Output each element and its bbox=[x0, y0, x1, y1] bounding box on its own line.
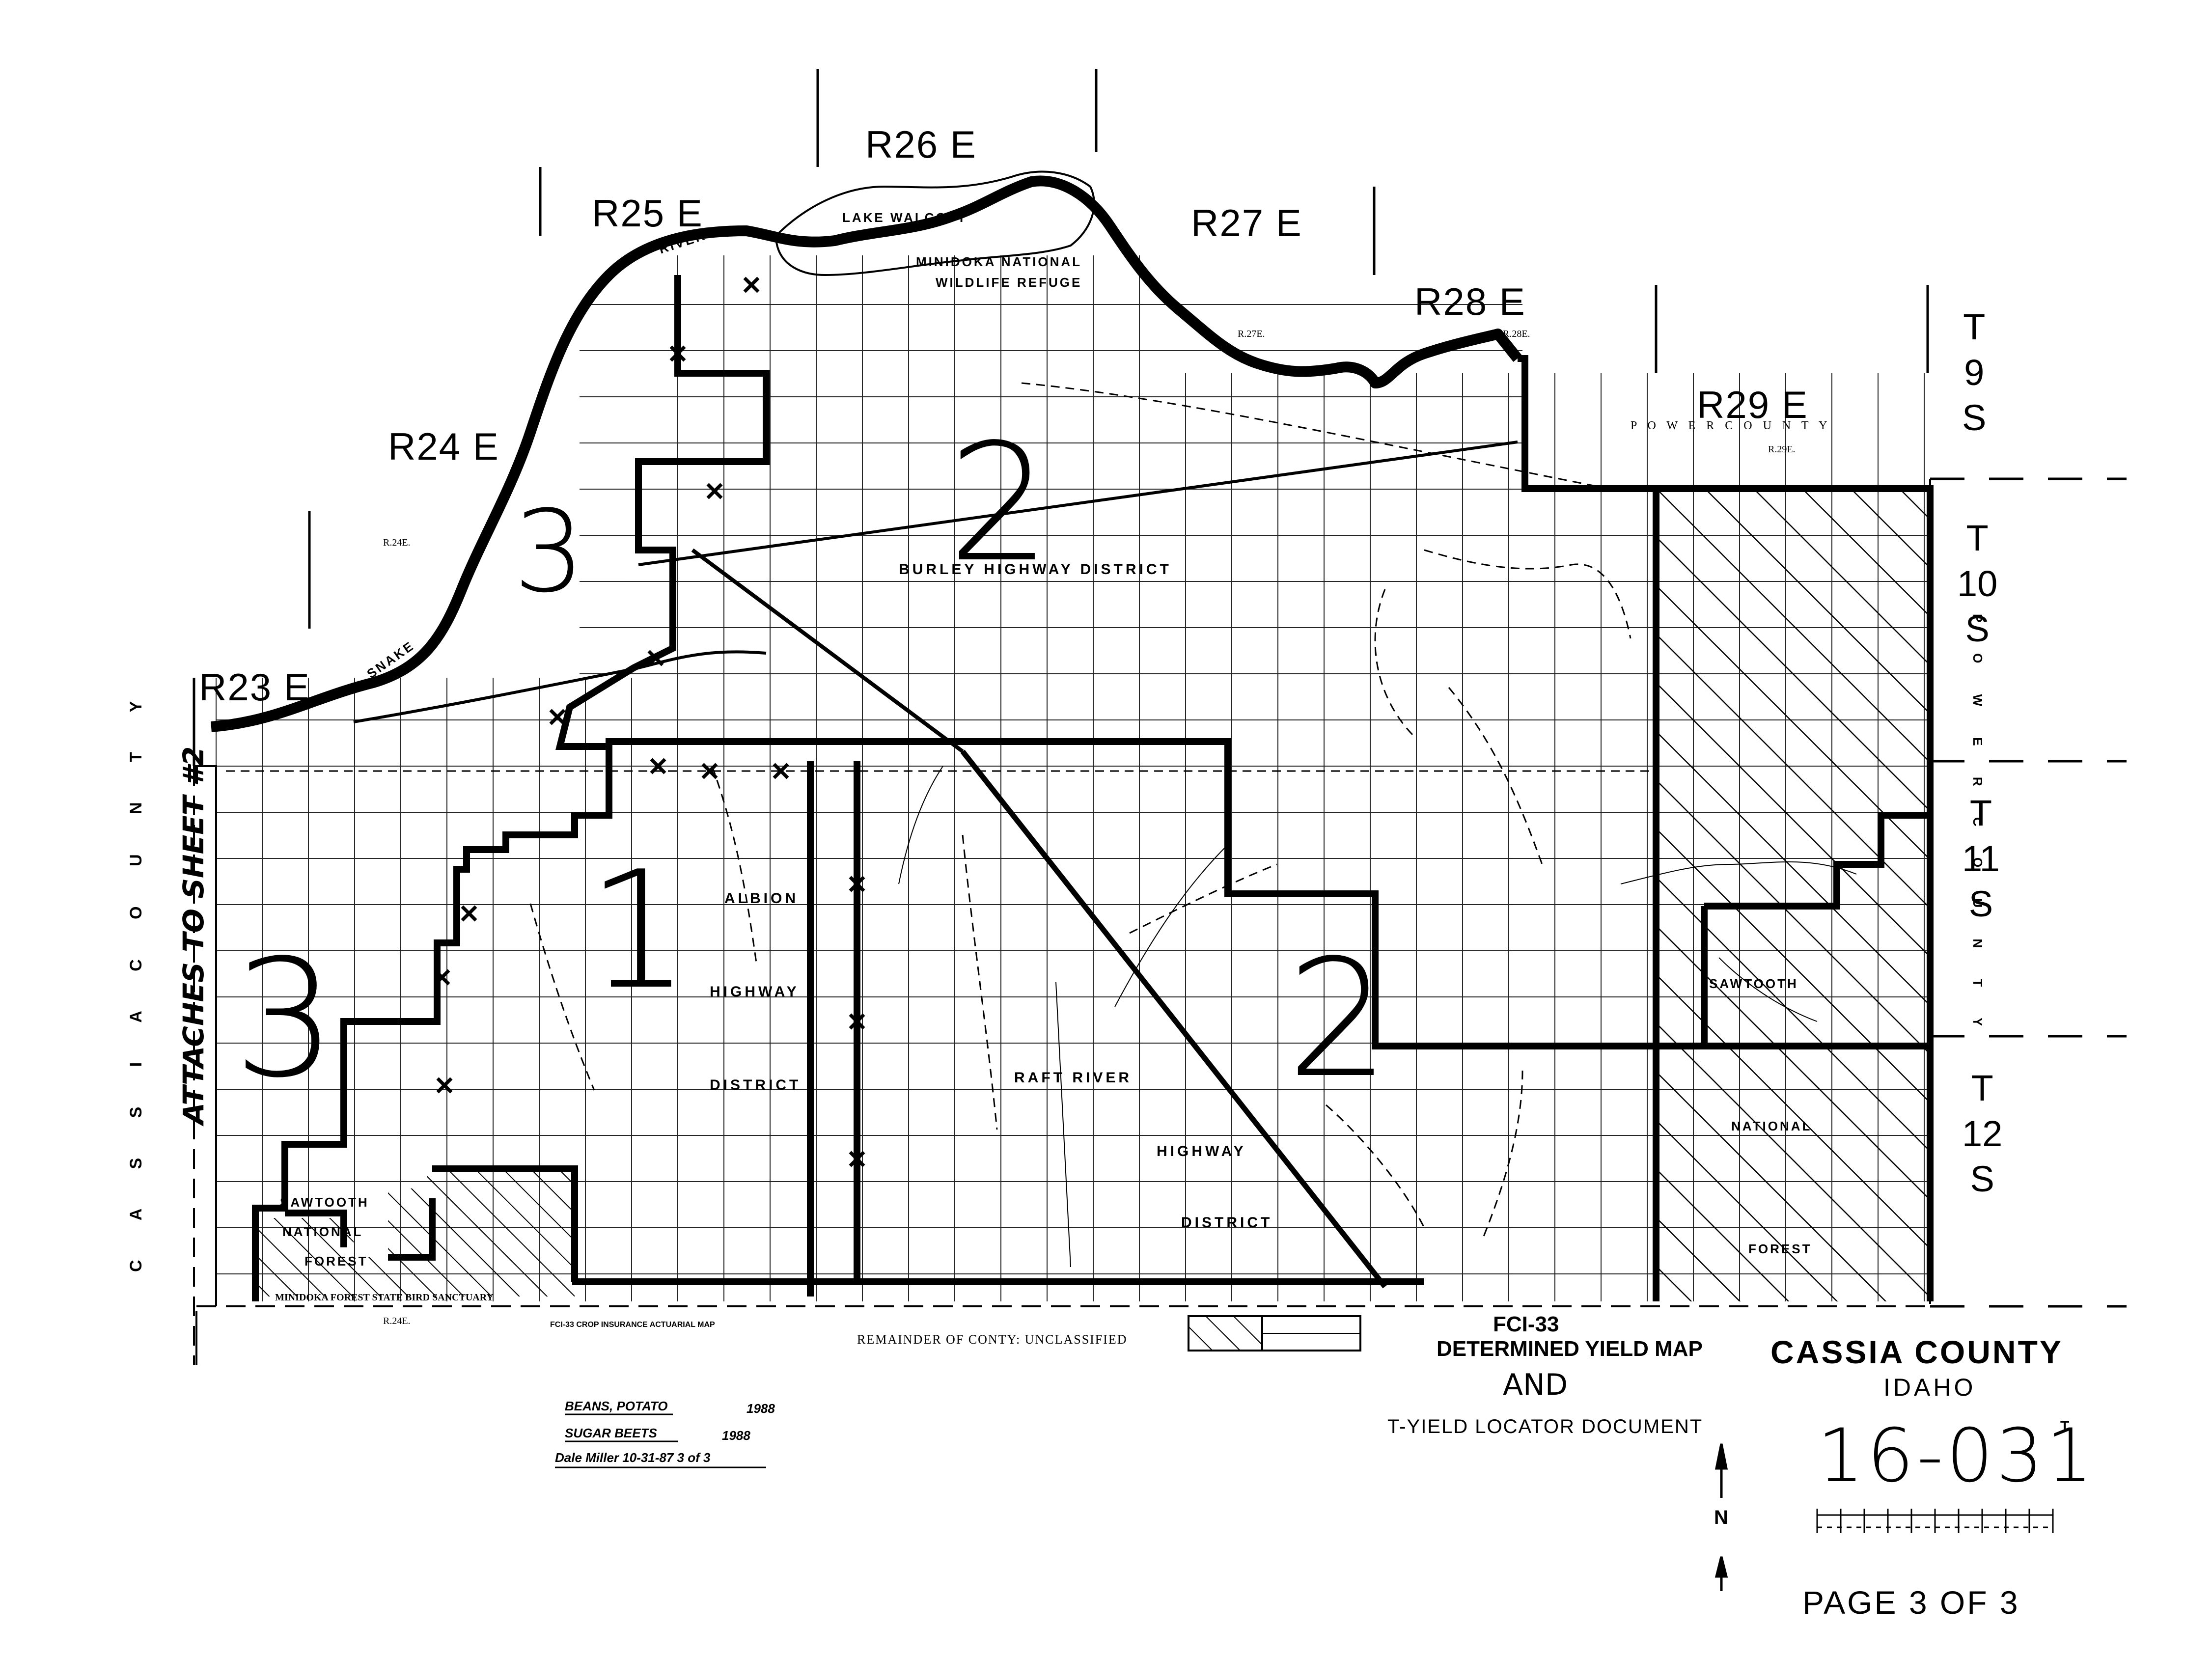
north-arrow-icon bbox=[1714, 1443, 1728, 1591]
label-burley-highway-district: BURLEY HIGHWAY DISTRICT bbox=[899, 561, 1172, 578]
legend-signature: Dale Miller 10-31-87 3 of 3 bbox=[555, 1450, 711, 1465]
boundary-x-marker bbox=[434, 969, 450, 986]
range-small-r29e: R.29E. bbox=[1768, 444, 1796, 455]
north-label: N bbox=[1714, 1507, 1728, 1528]
boundary-x-marker bbox=[743, 276, 760, 293]
snake-river bbox=[211, 175, 1522, 732]
township-label-t11s: T 11 S bbox=[1962, 793, 2000, 924]
range-label-r25e: R25 E bbox=[592, 192, 703, 235]
boundary-x-marker bbox=[669, 345, 686, 362]
range-label-r26e: R26 E bbox=[865, 123, 977, 166]
label-cassia-county-left: C A S S I A C O U N T Y bbox=[127, 683, 145, 1272]
zone-number-albion: 1 bbox=[587, 836, 690, 1025]
zone-number-snake: 3 bbox=[513, 487, 585, 618]
hatched-area-east bbox=[1656, 489, 1928, 1301]
range-boundaries bbox=[193, 69, 1929, 766]
label-forest-west: FOREST bbox=[304, 1254, 368, 1269]
label-minidoka: MINIDOKA NATIONAL bbox=[916, 254, 1082, 269]
boundary-x-marker bbox=[461, 905, 477, 922]
range-small-r24e: R.24E. bbox=[383, 537, 411, 548]
range-label-r28e: R28 E bbox=[1414, 280, 1526, 323]
label-albion: ALBION bbox=[724, 890, 799, 907]
legend-crop-2: SUGAR BEETS bbox=[565, 1426, 657, 1440]
label-national-west: NATIONAL bbox=[282, 1224, 363, 1239]
boundary-markers bbox=[434, 276, 865, 1167]
label-raft-district: DISTRICT bbox=[1181, 1214, 1273, 1231]
state-name: IDAHO bbox=[1883, 1374, 1976, 1401]
title-fci-33: FCI-33 bbox=[1493, 1312, 1559, 1336]
label-raft-highway: HIGHWAY bbox=[1157, 1143, 1246, 1159]
boundary-x-marker bbox=[773, 763, 789, 779]
label-albion-highway: HIGHWAY bbox=[710, 984, 800, 1000]
title-determined-yield-map: DETERMINED YIELD MAP bbox=[1437, 1337, 1703, 1361]
boundary-x-marker bbox=[650, 758, 666, 774]
label-power-county-right: P O W E R C O U N T Y bbox=[1970, 614, 1985, 1040]
range-label-r23e: R23 E bbox=[199, 665, 310, 709]
township-boundaries bbox=[1930, 477, 2127, 1308]
legend-crop-1: BEANS, POTATO bbox=[565, 1399, 668, 1413]
map-number-superscript: T bbox=[2060, 1418, 2070, 1434]
title-and: AND bbox=[1503, 1368, 1568, 1402]
township-label-t9s: T 9 S bbox=[1962, 306, 1987, 438]
zone-number-burley: 2 bbox=[948, 409, 1051, 598]
boundary-x-marker bbox=[549, 709, 566, 725]
zone-number-raft-river: 2 bbox=[1287, 925, 1390, 1113]
hatched-area-southwest bbox=[255, 1169, 575, 1296]
boundary-x-marker bbox=[436, 1077, 453, 1094]
range-small-r28e: R.28E. bbox=[1503, 329, 1530, 339]
township-label-t10s: T 10 S bbox=[1957, 518, 1998, 649]
highways bbox=[353, 441, 1518, 1289]
legend-hatch-box bbox=[1188, 1315, 1361, 1352]
district-boundaries bbox=[252, 275, 1934, 1301]
boundary-x-marker bbox=[647, 650, 664, 666]
legend-crop-2-year: 1988 bbox=[722, 1428, 750, 1443]
label-minidoka-bird-sanctuary: MINIDOKA FOREST STATE BIRD SANCTUARY bbox=[275, 1292, 494, 1303]
township-label-t12s: T 12 S bbox=[1962, 1068, 2003, 1199]
label-attaches-to-sheet: ATTACHES TO SHEET #2 bbox=[177, 746, 210, 1125]
boundary-x-marker bbox=[849, 1151, 865, 1167]
label-sawtooth-east: SAWTOOTH bbox=[1709, 976, 1798, 991]
legend-crop-1-year: 1988 bbox=[747, 1401, 775, 1416]
label-albion-district: DISTRICT bbox=[710, 1077, 802, 1093]
range-label-r27e: R27 E bbox=[1191, 201, 1302, 245]
label-forest-east: FOREST bbox=[1748, 1241, 1812, 1256]
boundary-x-marker bbox=[706, 483, 723, 499]
label-lake-walcott: LAKE WALCOTT bbox=[842, 210, 968, 225]
label-national-east: NATIONAL bbox=[1731, 1119, 1812, 1133]
range-label-r29e: R29 E bbox=[1697, 383, 1808, 426]
label-power-county-top: P O W E R C O U N T Y bbox=[1631, 419, 1831, 432]
title-t-yield-locator: T-YIELD LOCATOR DOCUMENT bbox=[1387, 1416, 1703, 1437]
boundary-x-marker bbox=[849, 1013, 865, 1030]
page-indicator: PAGE 3 OF 3 bbox=[1802, 1584, 2020, 1621]
fc-header-note: FCI-33 CROP INSURANCE ACTUARIAL MAP bbox=[550, 1321, 715, 1329]
range-label-r24e: R24 E bbox=[388, 425, 499, 468]
zone-number-west: 3 bbox=[233, 925, 336, 1113]
county-name: CASSIA COUNTY bbox=[1770, 1334, 2063, 1370]
boundary-x-marker bbox=[701, 763, 718, 779]
legend-remainder: REMAINDER OF CONTY: UNCLASSIFIED bbox=[857, 1332, 1128, 1347]
label-sawtooth-west: SAWTOOTH bbox=[280, 1195, 369, 1210]
label-wildlife-refuge: WILDLIFE REFUGE bbox=[936, 275, 1082, 290]
label-raft-river: RAFT RIVER bbox=[1014, 1070, 1132, 1086]
map-number: 16-031 bbox=[1817, 1413, 2096, 1499]
scale-bar bbox=[1816, 1509, 2054, 1533]
lake-walcott bbox=[774, 170, 1095, 276]
boundary-x-marker bbox=[849, 876, 865, 892]
range-small-r27e: R.27E. bbox=[1238, 329, 1265, 339]
range-small-r24e-bottom: R.24E. bbox=[383, 1316, 411, 1326]
